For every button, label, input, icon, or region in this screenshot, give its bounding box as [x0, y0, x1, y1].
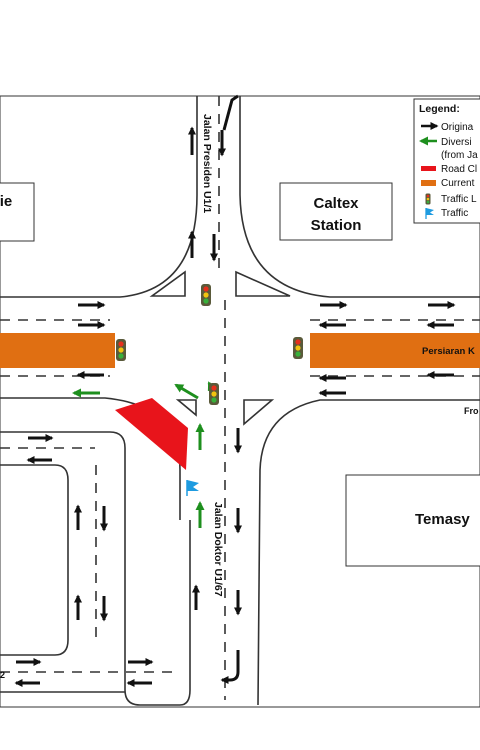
legend-item-traffic-flag: Traffic — [441, 208, 468, 219]
legend-item-diversion-note: (from Ja — [441, 150, 478, 161]
road-name-sw-partial: 2 — [0, 670, 5, 680]
traffic-light-south — [209, 383, 219, 405]
road-edge-ne — [239, 96, 480, 298]
legend-item-road-closure: Road Cl — [441, 164, 477, 175]
building-temasya — [345, 474, 480, 567]
legend: Legend: Origina Diversi (from Ja Road Cl… — [413, 98, 480, 224]
blue-flag-icon — [425, 208, 434, 219]
road-edge-se — [257, 399, 480, 706]
orange-bar-icon — [421, 180, 436, 186]
side-road-corner — [124, 689, 191, 706]
road-name-east: Persiaran K — [422, 346, 475, 357]
building-caltex-name-line2: Station — [311, 217, 362, 234]
building-west-name: ie — [0, 193, 12, 210]
legend-item-original: Origina — [441, 122, 474, 133]
red-bar-icon — [421, 166, 436, 171]
road-name-east-partial: Fro — [464, 406, 479, 416]
traffic-light-west — [116, 339, 126, 361]
traffic-light-north — [201, 284, 211, 306]
original-flow-arrows — [14, 126, 456, 687]
legend-item-current: Current — [441, 178, 475, 189]
road-edge-nw — [0, 96, 198, 298]
building-temasya-name: Temasy — [415, 511, 470, 528]
building-caltex — [279, 182, 393, 241]
lane-markings — [0, 96, 480, 700]
legend-box — [413, 98, 480, 224]
current-works-east — [310, 333, 480, 368]
side-road-edge — [0, 431, 126, 693]
building-caltex-name-line1: Caltex — [313, 195, 359, 212]
traffic-flag-icon — [186, 480, 199, 496]
u-turn-arrow-south — [220, 650, 240, 684]
legend-item-diversion: Diversi — [441, 137, 472, 148]
traffic-islands — [149, 270, 291, 426]
road-name-south: Jalan Doktor U1/67 — [212, 502, 224, 597]
road-name-north: Jalan Presiden U1/1 — [201, 114, 213, 213]
traffic-light-east — [293, 337, 303, 359]
legend-title: Legend: — [419, 103, 460, 115]
side-road-block — [0, 464, 69, 656]
current-works-west — [0, 333, 115, 368]
building-west — [0, 182, 35, 242]
north-curve-arrow — [222, 94, 239, 131]
road-closure-area — [115, 398, 188, 470]
traffic-light-icon — [425, 193, 431, 205]
legend-item-traffic-light: Traffic L — [441, 194, 477, 205]
